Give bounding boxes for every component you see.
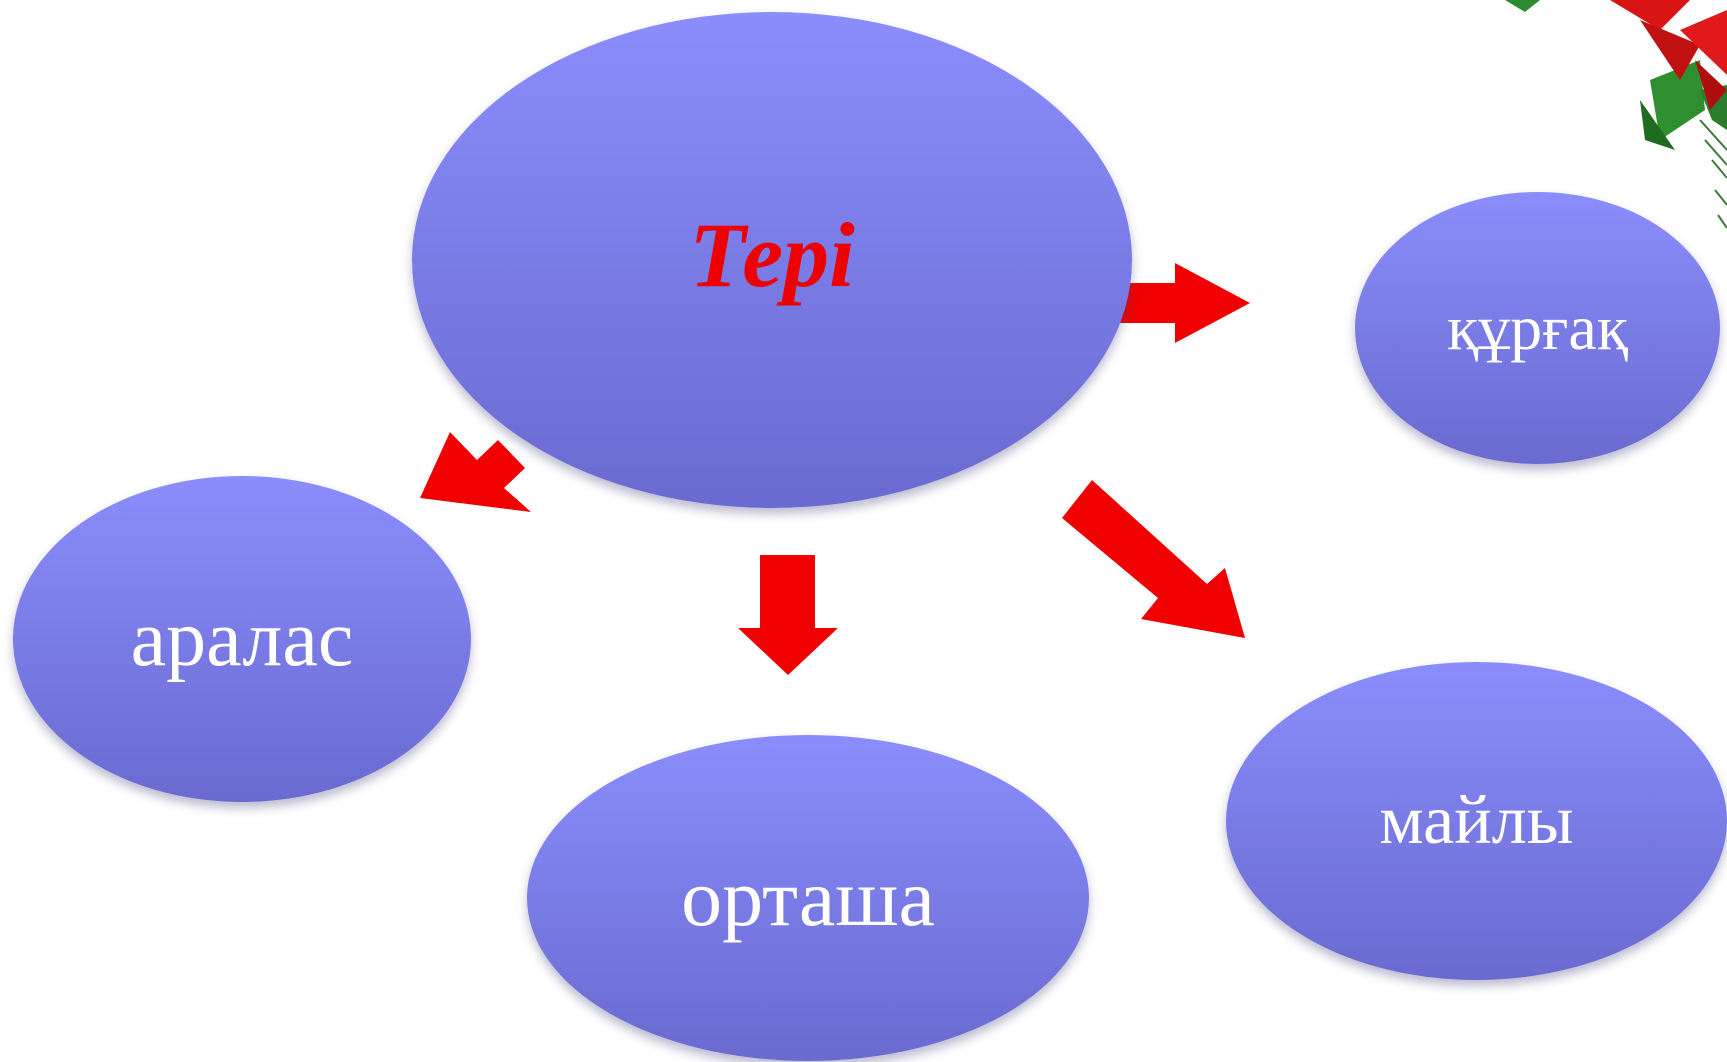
node-mixed: аралас	[13, 476, 471, 802]
node-dry: құрғақ	[1355, 192, 1720, 464]
node-normal-label: орташа	[681, 852, 935, 943]
node-mixed-label: аралас	[130, 594, 354, 683]
center-node: Тері	[412, 12, 1132, 508]
node-normal: орташа	[527, 735, 1089, 1061]
arrow-to-mixed-node	[420, 432, 531, 512]
arrow-to-oily-node	[1062, 480, 1245, 638]
arrow-to-normal-node	[738, 555, 838, 675]
arrow-to-dry-node	[1115, 263, 1250, 343]
node-oily-label: майлы	[1379, 782, 1574, 859]
center-node-label: Тері	[689, 204, 855, 306]
node-oily: майлы	[1226, 662, 1727, 980]
node-dry-label: құрғақ	[1447, 292, 1628, 363]
